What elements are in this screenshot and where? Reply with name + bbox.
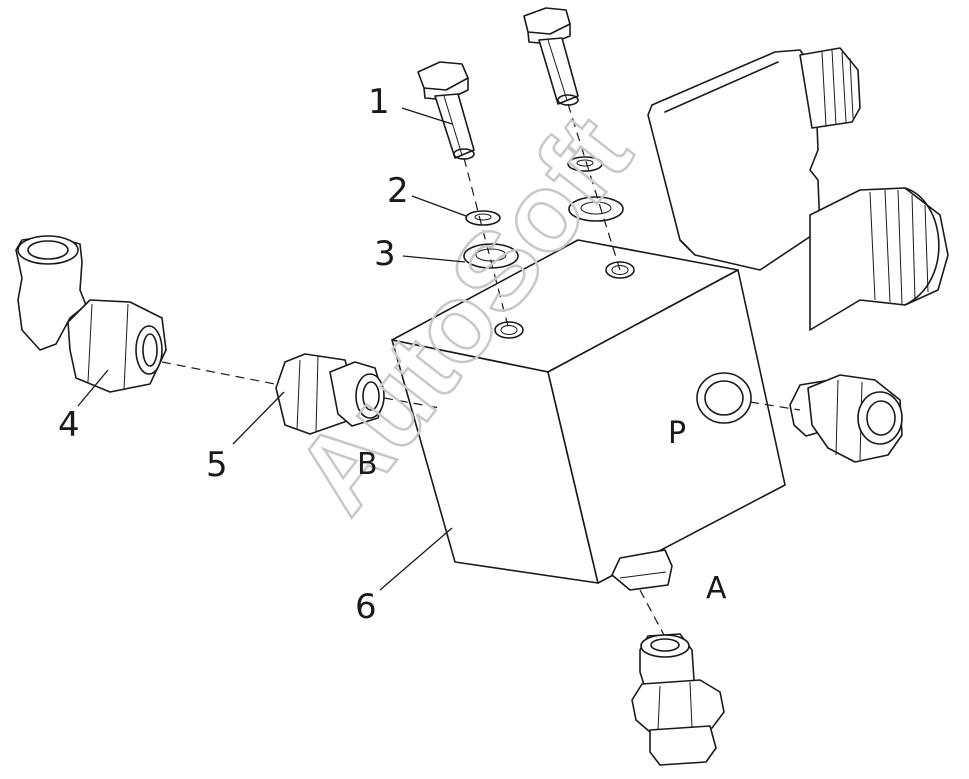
callout-4: 4 [58,405,80,445]
washers [463,156,624,269]
callout-2: 2 [387,171,409,211]
callout-5: 5 [206,445,228,485]
bolt-left [417,61,475,160]
straight-fitting-b [275,353,385,435]
valve-body-block [391,239,786,591]
callout-1: 1 [368,82,390,122]
straight-fitting-a [631,633,725,766]
assembly-axes [161,103,801,636]
leader-lines [77,107,467,591]
straight-fitting-p [789,374,903,463]
elbow-fitting [15,235,167,393]
callout-6: 6 [355,587,377,627]
port-label-b: B [357,447,378,482]
port-label-a: A [706,571,727,606]
callout-3: 3 [374,234,396,274]
solenoid-housing [647,47,949,331]
port-label-p: P [668,416,686,451]
bolt-right [523,7,579,106]
